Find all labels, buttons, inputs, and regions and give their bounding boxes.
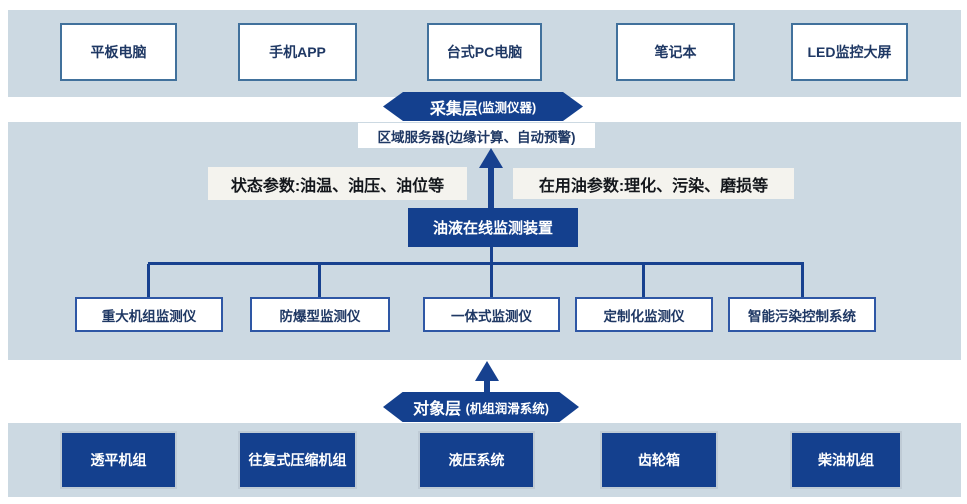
equipment-box-reciprocating-compressor: 往复式压缩机组 bbox=[238, 431, 357, 489]
up-arrow2-shaft bbox=[484, 378, 490, 393]
equipment-box-turbine-unit: 透平机组 bbox=[60, 431, 177, 489]
connector-horizontal bbox=[148, 262, 804, 265]
connector-drop-3 bbox=[490, 264, 493, 297]
instrument-box-integrated-monitor: 一体式监测仪 bbox=[423, 297, 560, 332]
connector-drop-5 bbox=[801, 264, 804, 297]
equipment-box-gearbox: 齿轮箱 bbox=[600, 431, 718, 489]
instrument-box-smart-pollution-control: 智能污染控制系统 bbox=[728, 297, 876, 332]
oil-monitor-device-box: 油液在线监测装置 bbox=[408, 208, 578, 247]
up-arrow2-head-icon bbox=[475, 361, 499, 381]
device-box-tablet: 平板电脑 bbox=[60, 23, 177, 81]
equipment-box-diesel-unit: 柴油机组 bbox=[790, 431, 902, 489]
device-box-desktop-pc: 台式PC电脑 bbox=[427, 23, 542, 81]
object-layer-badge: 对象层 (机组润滑系统) bbox=[383, 392, 579, 422]
object-layer-title: 对象层 bbox=[413, 401, 462, 418]
collection-layer-subtitle: (监测仪器) bbox=[477, 101, 537, 115]
status-params-label: 状态参数:油温、油压、油位等 bbox=[208, 167, 467, 200]
connector-drop-1 bbox=[147, 264, 150, 297]
instrument-box-major-unit-monitor: 重大机组监测仪 bbox=[75, 297, 223, 332]
connector-stub bbox=[490, 247, 493, 264]
up-arrow-head-icon bbox=[479, 148, 503, 168]
collection-layer-badge: 采集层(监测仪器) bbox=[383, 92, 583, 121]
equipment-box-hydraulic-system: 液压系统 bbox=[418, 431, 535, 489]
oil-params-label: 在用油参数:理化、污染、磨损等 bbox=[513, 168, 794, 199]
collection-layer-title: 采集层 bbox=[429, 100, 478, 118]
object-layer-subtitle: (机组润滑系统) bbox=[465, 401, 549, 416]
regional-server-box: 区域服务器(边缘计算、自动预警) bbox=[358, 123, 595, 148]
connector-drop-2 bbox=[318, 264, 321, 297]
device-box-mobile-app: 手机APP bbox=[238, 23, 357, 81]
instrument-box-customized-monitor: 定制化监测仪 bbox=[575, 297, 713, 332]
device-box-led-screen: LED监控大屏 bbox=[791, 23, 908, 81]
up-arrow-shaft bbox=[488, 166, 494, 208]
connector-drop-4 bbox=[642, 264, 645, 297]
device-box-laptop: 笔记本 bbox=[616, 23, 735, 81]
instrument-box-explosion-proof-monitor: 防爆型监测仪 bbox=[250, 297, 390, 332]
